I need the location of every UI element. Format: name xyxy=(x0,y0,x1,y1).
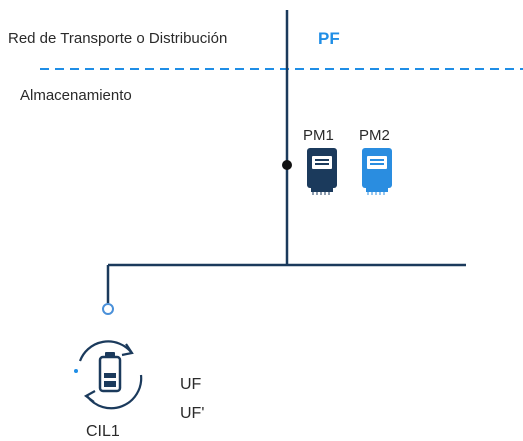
power-meter-icon xyxy=(307,148,337,195)
pf-label: PF xyxy=(318,29,340,48)
pm1-label: PM1 xyxy=(303,127,334,144)
uf-label: UF xyxy=(180,376,202,393)
measurement-node-dot xyxy=(282,160,292,170)
storage-area-label: Almacenamiento xyxy=(20,87,132,104)
network-label: Red de Transporte o Distribución xyxy=(8,30,228,47)
pm2-label: PM2 xyxy=(359,127,390,144)
cil-label: CIL1 xyxy=(86,423,120,440)
uf-prime-label: UF' xyxy=(180,405,205,422)
power-meter-icon xyxy=(362,148,392,195)
storage-connection-point xyxy=(102,303,114,315)
battery-cycle-icon xyxy=(74,340,143,410)
